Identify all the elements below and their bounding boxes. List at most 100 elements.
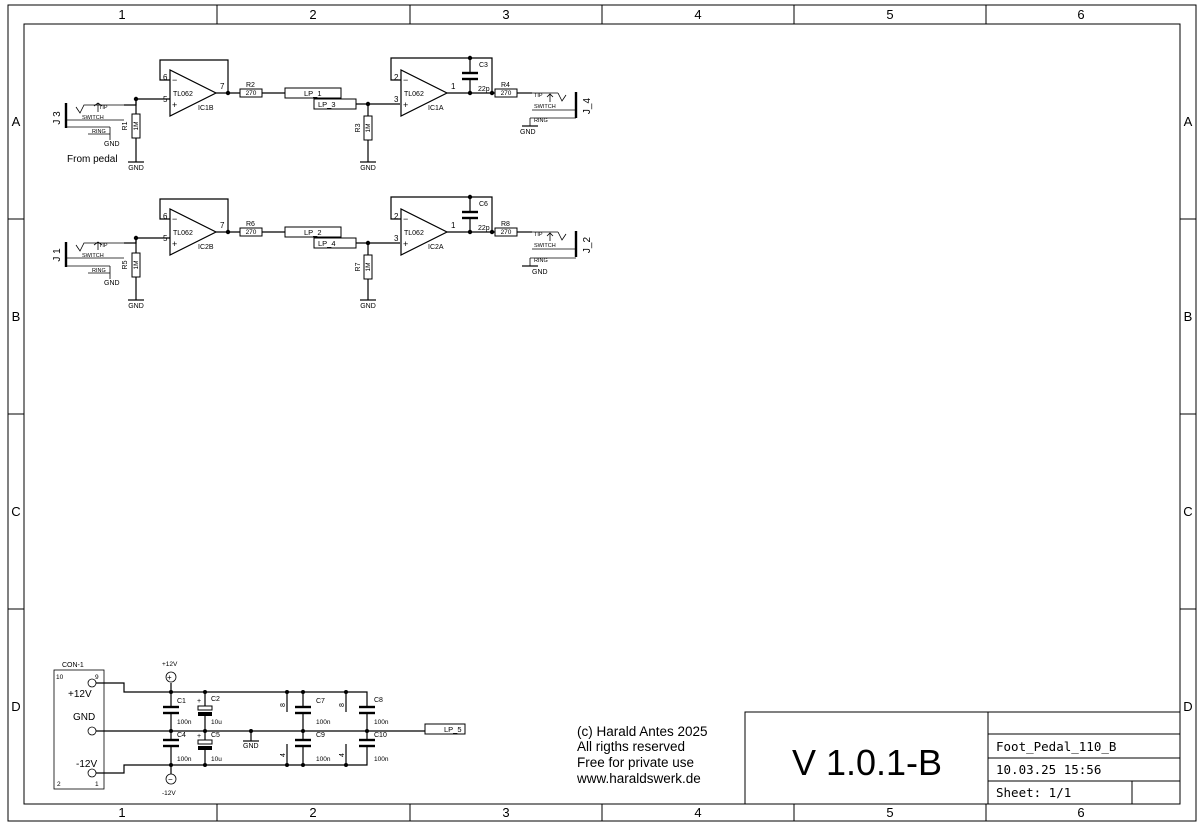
jack-designator: J_4 [582, 98, 593, 115]
resistor-ref: R3 [355, 123, 362, 132]
pin-number: 7 [220, 221, 225, 230]
svg-text:+: + [403, 100, 408, 110]
supply-label: -12V [76, 759, 97, 770]
opamp-part: TL062 [173, 91, 193, 98]
resistor-ref: R7 [355, 262, 362, 271]
jack-ring-label: RING [92, 268, 106, 274]
row-label: D [1183, 699, 1192, 714]
column-label: 6 [1077, 7, 1084, 22]
supply-label: -12V [162, 790, 176, 797]
resistor-ref: R5 [122, 260, 129, 269]
opamp-part: TL062 [173, 230, 193, 237]
gnd-label: GND [360, 165, 376, 172]
supply-label: GND [73, 712, 95, 723]
resistor-value: 1M [133, 260, 140, 269]
pin-number: 2 [394, 73, 399, 82]
power-connector [53, 669, 105, 790]
terminal-icon [87, 678, 97, 688]
version-label: V 1.0.1-B [792, 742, 942, 783]
column-label: 5 [886, 7, 893, 22]
opamp-ic2b-icon [169, 208, 218, 256]
terminal-icon [87, 726, 97, 736]
supply-label: +12V [68, 689, 92, 700]
copyright-note: (c) Harald Antes 2025 All rigths reserve… [576, 724, 708, 786]
opamp-part: TL062 [404, 230, 424, 237]
jack-switch-label: SWITCH [534, 104, 556, 110]
gnd-label: GND [128, 303, 144, 310]
jack-switch-label: SWITCH [534, 243, 556, 249]
capacitor-ref: C2 [211, 696, 220, 703]
capacitor-c2-icon [197, 705, 213, 711]
connector-ref: CON-1 [62, 662, 84, 669]
terminal-icon [87, 768, 97, 778]
resistor-value: 1M [365, 123, 372, 132]
column-label: 6 [1077, 805, 1084, 820]
gnd-label: GND [520, 129, 536, 136]
capacitor-value: 10u [211, 756, 222, 763]
resistor-value: 270 [501, 229, 512, 236]
net-label: LP_3 [318, 100, 336, 109]
pin-number: 9 [95, 674, 99, 681]
capacitor-value: 100n [316, 719, 331, 726]
capacitor-value: 100n [177, 756, 192, 763]
pin-number: 1 [95, 781, 99, 788]
svg-text:−: − [172, 75, 177, 85]
svg-text:−: − [403, 75, 408, 85]
capacitor-ref: C9 [316, 732, 325, 739]
capacitor-value: 22p [478, 225, 490, 232]
resistor-value: 270 [246, 90, 257, 97]
pin-number: 1 [451, 221, 456, 230]
column-label: 1 [118, 805, 125, 820]
row-label: B [1184, 309, 1193, 324]
copyright-line: All rigths reserved [577, 739, 685, 754]
project-name: Foot_Pedal_110_B [996, 739, 1116, 754]
column-label: 3 [502, 805, 509, 820]
pin-number: 4 [280, 753, 287, 757]
pin-number: 6 [163, 212, 168, 221]
row-label: D [11, 699, 20, 714]
pin-number: 3 [394, 95, 399, 104]
column-label: 4 [694, 805, 701, 820]
opamp-ref: IC2B [198, 244, 214, 251]
channel-b-circuit: J 1 TIP SWITCH RING GND 1M R5 GND − + TL… [52, 194, 593, 310]
net-label-lp5 [424, 723, 466, 735]
opamp-ref: IC2A [428, 244, 444, 251]
net-label: LP_2 [304, 228, 322, 237]
capacitor-value: 100n [374, 719, 389, 726]
gnd-label: GND [104, 141, 120, 148]
resistor-value: 270 [246, 229, 257, 236]
capacitor-value: 100n [374, 756, 389, 763]
svg-text:−: − [403, 214, 408, 224]
capacitor-value: 22p [478, 86, 490, 93]
gnd-label: GND [243, 743, 259, 750]
column-label: 3 [502, 7, 509, 22]
column-label: 4 [694, 7, 701, 22]
polarity-mark: + [197, 733, 201, 740]
gnd-label: GND [360, 303, 376, 310]
channel-a-circuit: J 3 TIP SWITCH RING GND From pedal 1M R1… [52, 55, 593, 172]
column-label: 2 [309, 7, 316, 22]
capacitor-ref: C8 [374, 697, 383, 704]
pin-number: 3 [394, 234, 399, 243]
jack-ring-label: RING [92, 129, 106, 135]
net-label: LP_1 [304, 89, 322, 98]
title-block: V 1.0.1-B Foot_Pedal_110_B 10.03.25 15:5… [744, 711, 1181, 805]
opamp-ic2a-icon [400, 208, 449, 256]
capacitor-c5-icon [197, 739, 213, 745]
jack-switch-label: SWITCH [82, 253, 104, 259]
resistor-ref: R4 [501, 82, 510, 89]
jack-tip-label: TIP [534, 232, 543, 238]
power-supply-circuit: CON-1 10 9 2 1 +12V GND -12V + +12V GND … [53, 661, 466, 797]
gnd-label: GND [128, 165, 144, 172]
opamp-ref: IC1B [198, 105, 214, 112]
svg-text:+: + [172, 100, 177, 110]
pin-number: 8 [339, 703, 346, 707]
jack-switch-label: SWITCH [82, 115, 104, 121]
pin-number: 6 [163, 73, 168, 82]
jack-designator: J 1 [52, 248, 63, 262]
resistor-value: 270 [501, 90, 512, 97]
resistor-value: 1M [133, 121, 140, 130]
column-label: 5 [886, 805, 893, 820]
pin-number: 10 [56, 674, 64, 681]
polarity-mark: + [197, 698, 201, 705]
